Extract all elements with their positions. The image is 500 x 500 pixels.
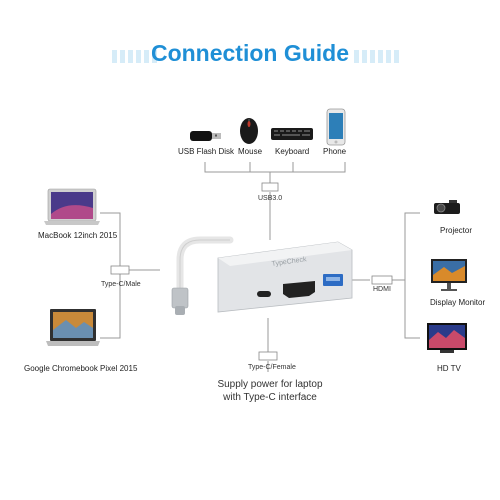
usb-port-label: USB3.0: [258, 195, 283, 202]
projector-icon: [434, 200, 460, 214]
mouse-label: Mouse: [238, 147, 263, 156]
tv-icon: [427, 323, 467, 353]
hub-brand-text: TypeCheck: [271, 256, 307, 268]
monitor-label: Display Monitor: [430, 298, 486, 307]
usb-c-hub-adapter: TypeCheck: [171, 236, 353, 315]
supply-line-2: with Type-C interface: [223, 392, 317, 403]
title-decoration-left: [112, 50, 157, 63]
macbook-icon: [44, 188, 100, 225]
page-title: Connection Guide: [150, 40, 350, 66]
tv-label: HD TV: [437, 364, 461, 373]
supply-line-1: Supply power for laptop: [217, 379, 323, 390]
macbook-label: MacBook 12inch 2015: [38, 231, 118, 240]
hdmi-port-label: HDMI: [373, 286, 391, 293]
type-c-male-label: Type-C/Male: [101, 281, 141, 288]
phone-label: Phone: [323, 147, 347, 156]
keyboard-label: Keyboard: [275, 147, 310, 156]
phone-icon: [326, 108, 346, 146]
supply-power-caption: Supply power for laptop with Type-C inte…: [200, 378, 340, 404]
projector-label: Projector: [440, 226, 473, 235]
mouse-icon: [240, 118, 258, 144]
monitor-icon: [431, 259, 467, 291]
keyboard-icon: [271, 128, 313, 140]
type-c-female-label: Type-C/Female: [248, 364, 296, 371]
usb-flash-disk-icon: [190, 131, 221, 141]
usb-flash-disk-label: USB Flash Disk: [178, 147, 235, 156]
chromebook-label: Google Chromebook Pixel 2015: [24, 364, 138, 373]
title-decoration-right: [354, 50, 399, 63]
chromebook-icon: [46, 309, 100, 346]
